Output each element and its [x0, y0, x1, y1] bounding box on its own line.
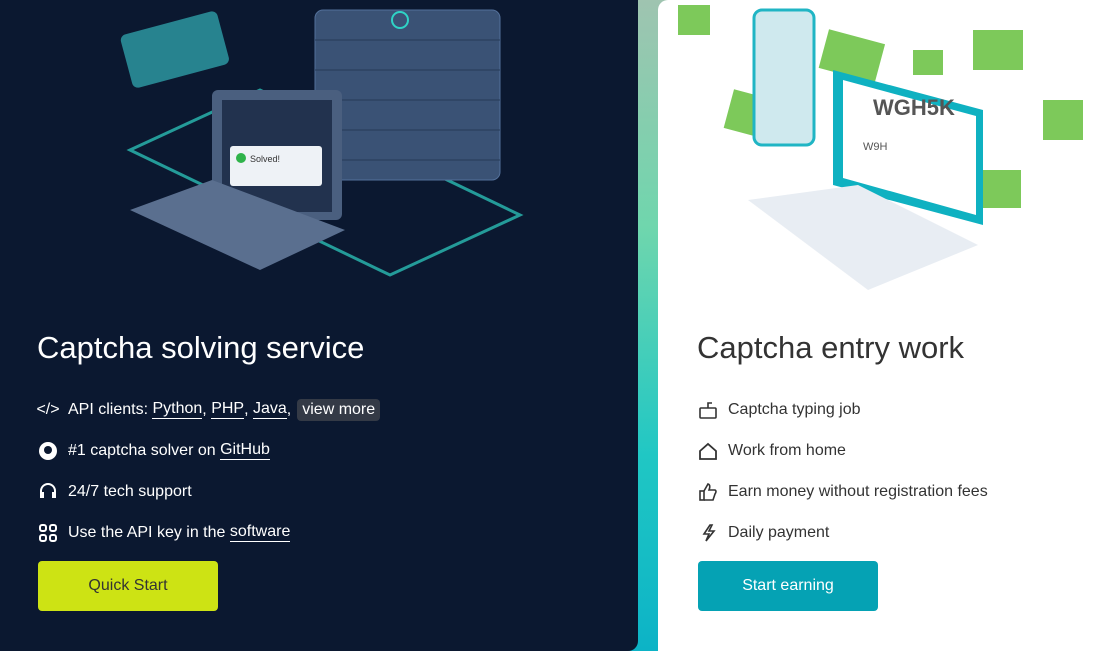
- grid-icon: [37, 522, 59, 544]
- home-icon: [697, 440, 719, 462]
- thumbs-up-icon: [697, 481, 719, 503]
- php-link[interactable]: PHP: [211, 400, 245, 419]
- list-item: Captcha typing job: [697, 389, 988, 430]
- list-item: </> API clients: Python, PHP, Java, view…: [36, 389, 381, 430]
- server-laptop-illustration: Solved!: [120, 9, 524, 277]
- captcha-entry-card: WGH5K W9H Captcha entry work Captcha typ…: [658, 0, 1101, 651]
- python-link[interactable]: Python: [152, 400, 203, 419]
- card-title: Captcha solving service: [37, 330, 365, 365]
- list-item: Earn money without registration fees: [697, 471, 988, 512]
- github-icon: [37, 440, 59, 462]
- item-text: #1 captcha solver on: [68, 441, 216, 459]
- list-item: #1 captcha solver on GitHub: [37, 430, 380, 471]
- captcha-input-text: W9H: [863, 141, 888, 153]
- item-text: Earn money without registration fees: [728, 482, 988, 500]
- list-item: Daily payment: [697, 512, 988, 553]
- list-item: Use the API key in the software: [37, 512, 380, 553]
- keyboard-icon: [697, 399, 719, 421]
- headset-icon: [37, 481, 59, 503]
- java-link[interactable]: Java: [252, 400, 287, 419]
- start-earning-button[interactable]: Start earning: [698, 561, 878, 611]
- laptop-money-illustration: WGH5K W9H: [678, 5, 1083, 290]
- quick-start-button[interactable]: Quick Start: [38, 561, 218, 611]
- card-title: Captcha entry work: [697, 330, 965, 365]
- item-text: Captcha typing job: [728, 400, 861, 418]
- list-item: 24/7 tech support: [37, 471, 380, 512]
- item-text: Use the API key in the: [68, 523, 226, 541]
- item-text: API clients:: [68, 400, 149, 418]
- solved-text: Solved!: [250, 154, 280, 164]
- view-more-button[interactable]: view more: [297, 398, 381, 421]
- captcha-image-text: WGH5K: [873, 95, 955, 120]
- item-text: Daily payment: [728, 523, 830, 541]
- item-text: Work from home: [728, 441, 846, 459]
- code-icon: </>: [36, 400, 60, 418]
- software-link[interactable]: software: [229, 523, 291, 542]
- captcha-solving-card: Solved! Captcha solving service </> API …: [0, 0, 638, 651]
- lightning-icon: [697, 522, 719, 544]
- item-text: 24/7 tech support: [68, 482, 192, 500]
- github-link[interactable]: GitHub: [220, 441, 270, 460]
- list-item: Work from home: [697, 430, 988, 471]
